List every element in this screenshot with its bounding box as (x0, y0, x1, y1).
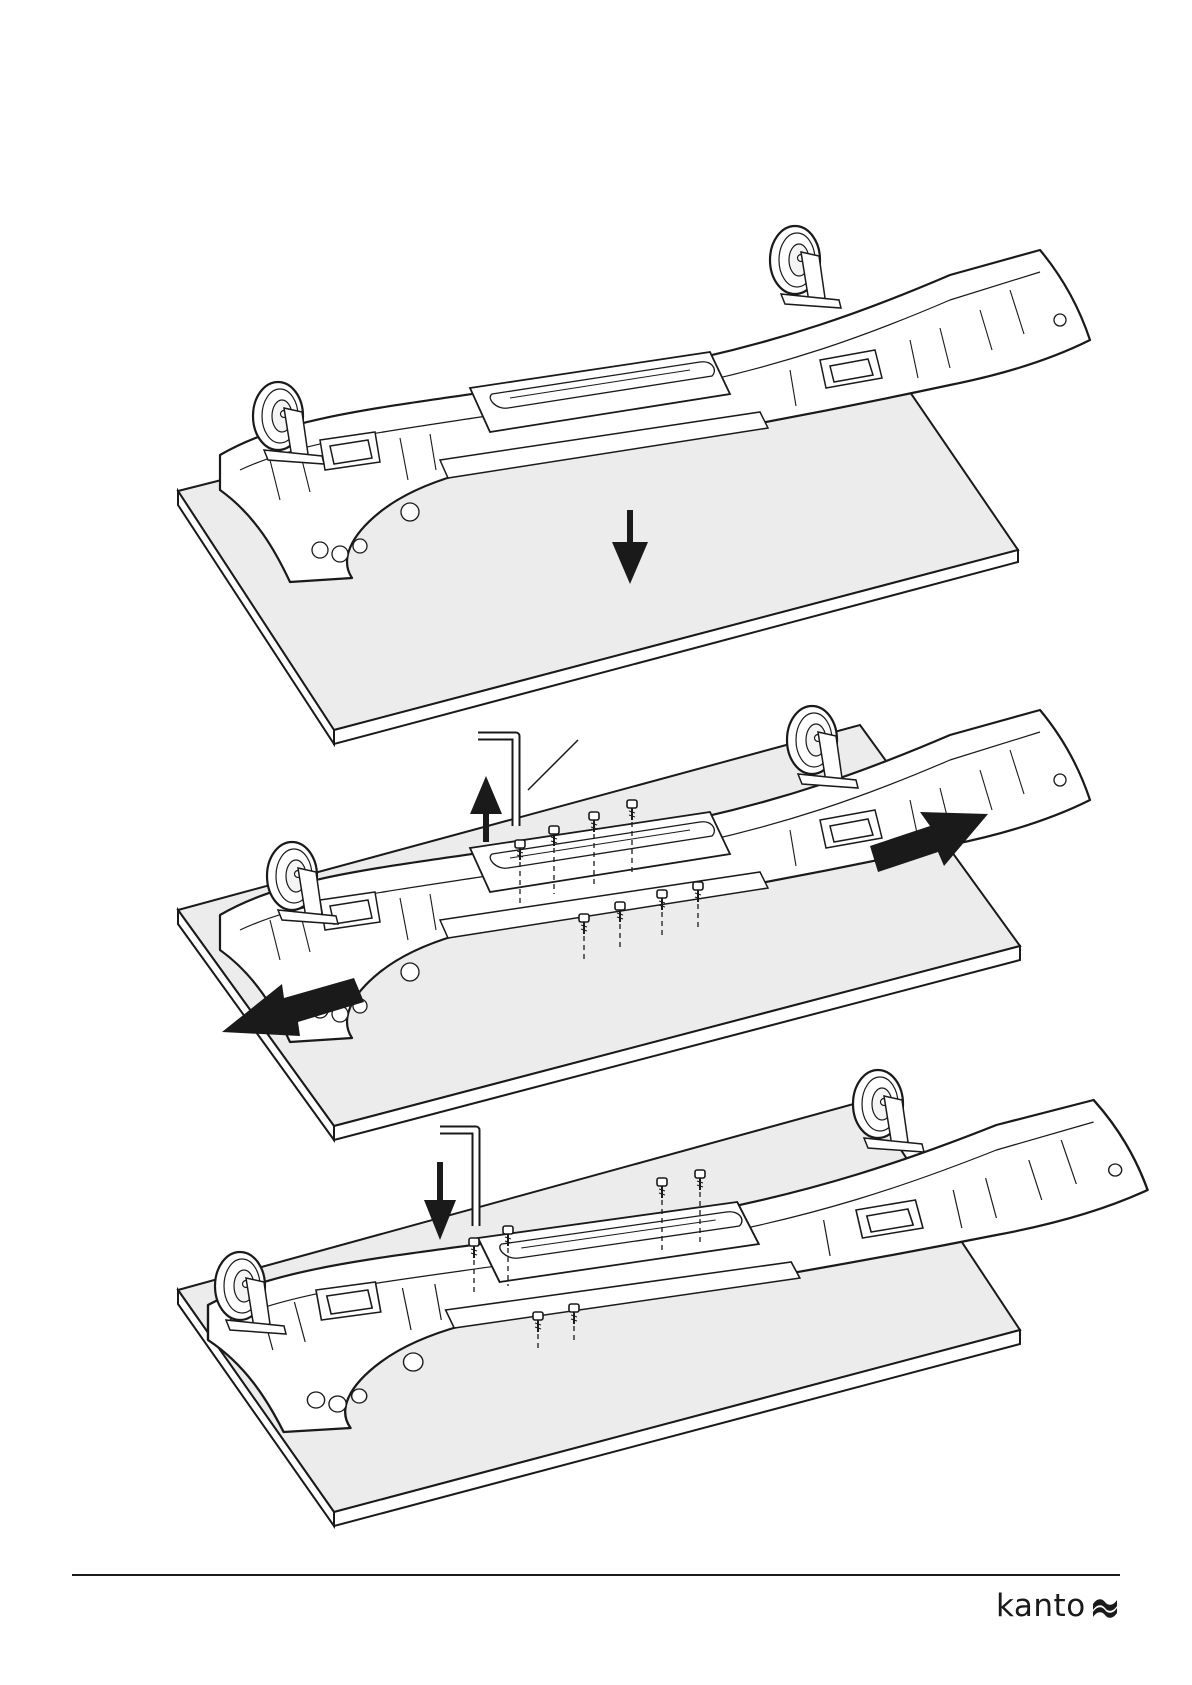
step-3-illustration (178, 1070, 1148, 1526)
brand-name: kanto (996, 1588, 1086, 1624)
brand-logo: kanto (996, 1582, 1119, 1630)
step-1-illustration (178, 226, 1090, 744)
brand-logo-mark (1091, 1597, 1119, 1619)
footer-divider (72, 1574, 1120, 1576)
step-2-illustration (178, 706, 1090, 1140)
